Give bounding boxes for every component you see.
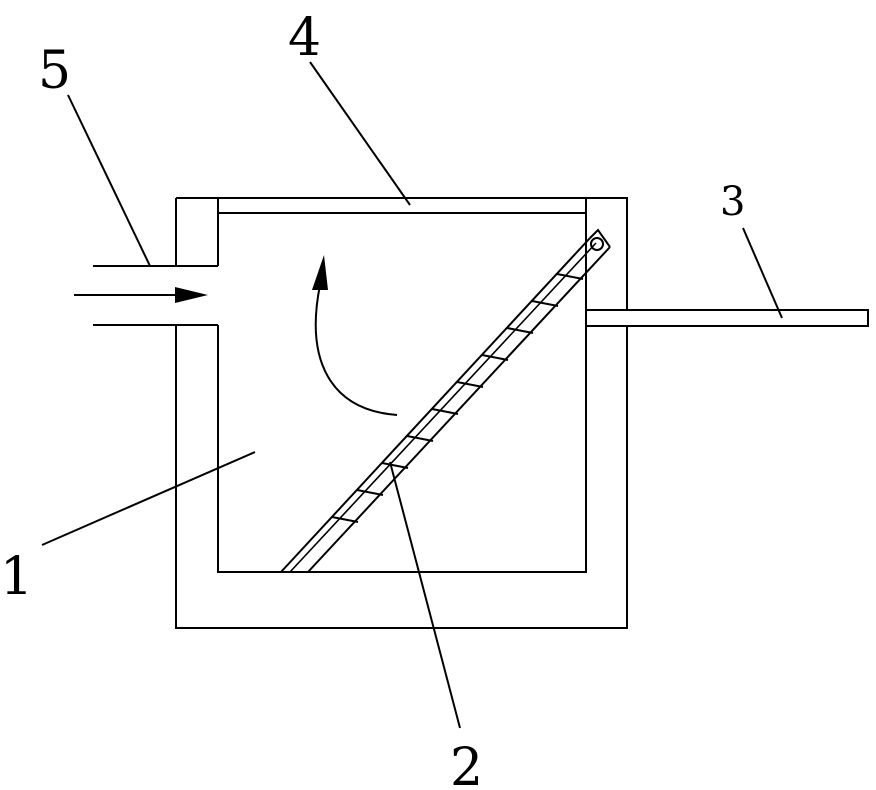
housing — [175, 197, 628, 629]
label-rod: 3 — [720, 179, 745, 225]
label-top-cover: 4 — [288, 8, 321, 68]
label-housing: 1 — [0, 547, 33, 607]
rod — [586, 309, 869, 327]
inlet-arrow — [74, 287, 208, 303]
plate-ribs — [331, 273, 584, 523]
leader-lines — [41, 61, 783, 729]
label-inlet: 5 — [38, 41, 71, 101]
inclined-plate — [280, 228, 611, 573]
flow-arrow — [312, 255, 398, 416]
label-plate: 2 — [450, 738, 483, 790]
inlet-pipe — [93, 265, 218, 326]
